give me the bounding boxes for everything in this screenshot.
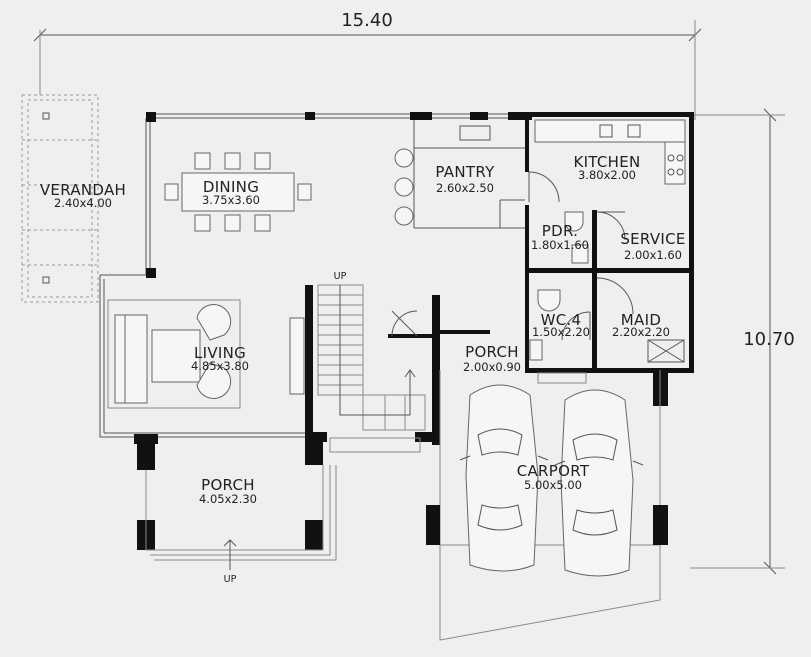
room-labels: VERANDAH 2.40x4.00 DINING 3.75x3.60 PANT… [40,153,686,506]
verandah-deck [21,94,99,303]
wc4-name: WC.4 [541,311,582,329]
depth-dimension-label: 10.70 [743,329,795,350]
bath-fixtures [529,211,685,384]
thin-outline [99,113,530,438]
width-dimension-label: 15.40 [341,10,393,31]
dining-table [164,152,312,232]
living-name: LIVING [194,344,246,362]
carport [426,370,668,641]
pdr-size: 1.80x1.60 [531,238,589,252]
front-porch [134,434,337,570]
porch-small-name: PORCH [465,343,519,361]
pdr-name: PDR. [542,222,578,240]
staircase [317,284,426,453]
pantry-name: PANTRY [435,163,495,181]
wc4-size: 1.50x2.20 [532,325,590,339]
service-name: SERVICE [620,230,685,248]
verandah-size: 2.40x4.00 [54,196,112,210]
stair-up-label: UP [334,271,347,282]
kitchen-size: 3.80x2.00 [578,168,636,182]
dining-size: 3.75x3.60 [202,193,260,207]
thick-walls [146,112,694,445]
maid-name: MAID [621,311,661,329]
maid-size: 2.20x2.20 [612,325,670,339]
dining-name: DINING [203,178,259,196]
living-furniture [107,299,305,409]
service-size: 2.00x1.60 [624,248,682,262]
porch-front-name: PORCH [201,476,255,494]
car-left [459,384,549,572]
verandah-name: VERANDAH [40,181,126,199]
car-right [554,389,644,577]
living-size: 4.85x3.80 [191,359,249,373]
kitchen-fixtures [394,119,686,226]
porch-small-size: 2.00x0.90 [463,360,521,374]
carport-name: CARPORT [517,462,590,480]
porch-front-size: 4.05x2.30 [199,492,257,506]
dimension-lines [33,20,785,575]
entry-up-label: UP [224,574,237,585]
kitchen-name: KITCHEN [573,153,640,171]
pantry-size: 2.60x2.50 [436,181,494,195]
carport-size: 5.00x5.00 [524,478,582,492]
